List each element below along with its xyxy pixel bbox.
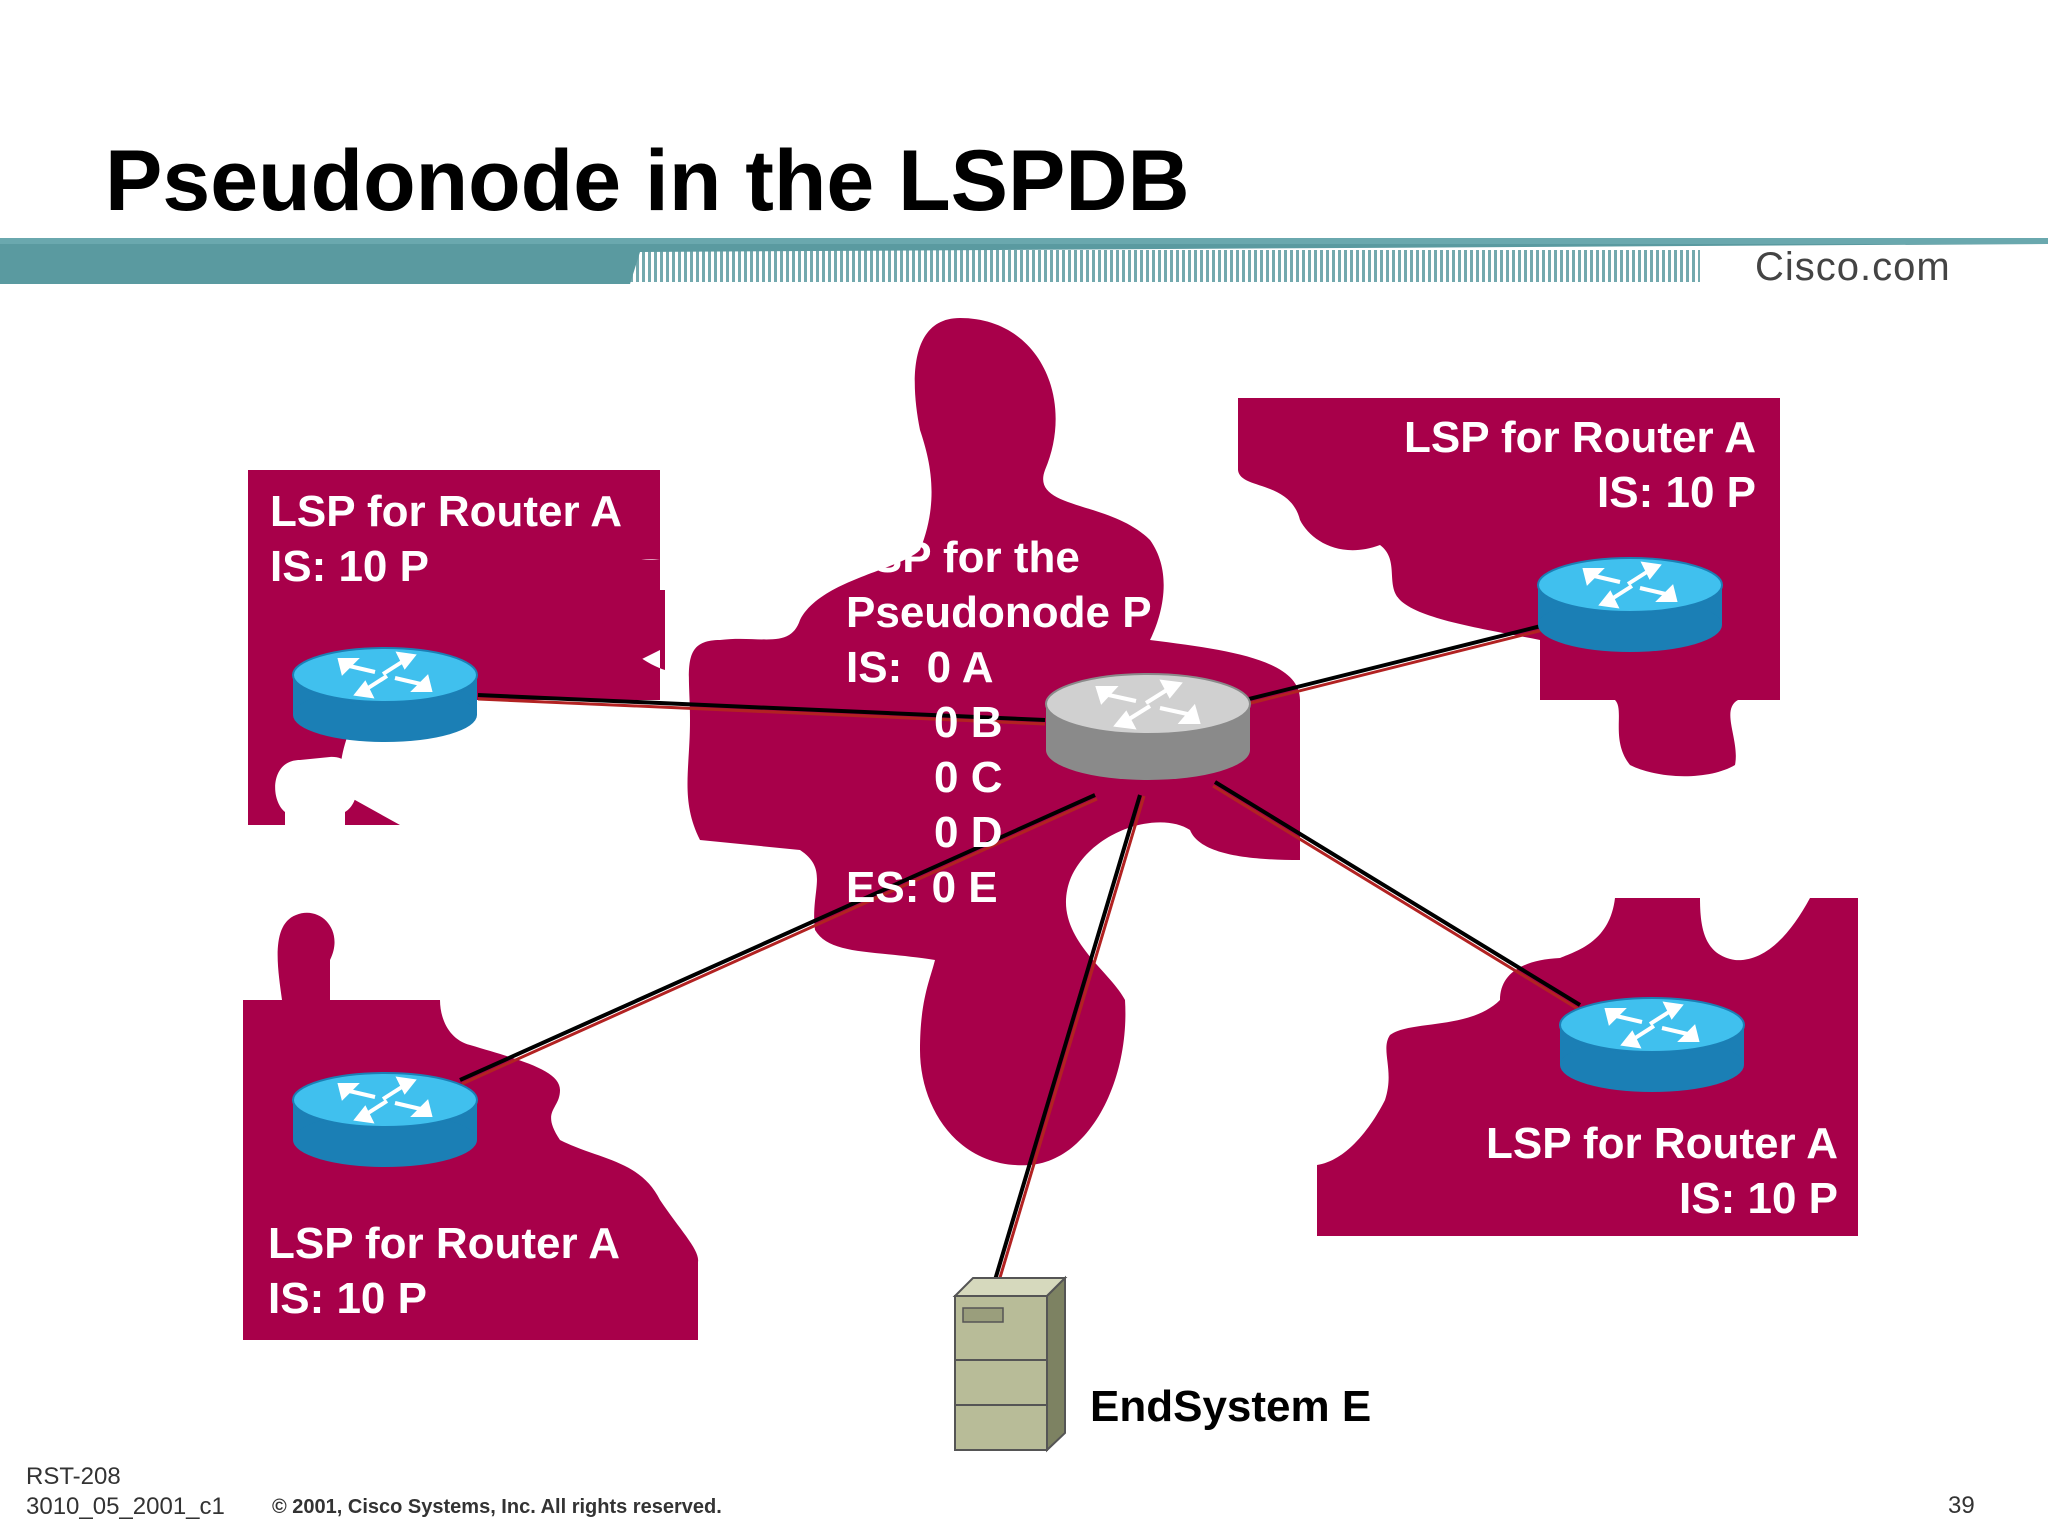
link-pseudonode-to-router-topright (1244, 623, 1548, 706)
link-pseudonode-to-router-bottomright (1212, 780, 1582, 1011)
cisco-brand-logo: Cisco.com (1755, 245, 1951, 289)
link-pseudonode-to-router-bottomleft (459, 793, 1098, 1086)
label-line: LSP for the (846, 533, 1080, 582)
footer-course: RST-208 (26, 1463, 121, 1490)
label-line: LSP for Router A (268, 1219, 621, 1268)
router-icon (292, 1072, 478, 1167)
label-line: IS: 0 A (846, 643, 994, 692)
label-top-left: LSP for Router A IS: 10 P (270, 484, 622, 594)
router-icon (1537, 557, 1723, 652)
puzzle-piece-top-left (248, 470, 665, 826)
puzzle-piece-top-right (1238, 398, 1780, 777)
link-pseudonode-to-endsystem (993, 794, 1146, 1282)
footer-code: 3010_05_2001_c1 (26, 1493, 225, 1520)
endsystem-label: EndSystem E (1090, 1382, 1372, 1431)
label-line: IS: 10 P (1679, 1174, 1838, 1223)
label-line: 0 D (934, 808, 1003, 857)
label-line: IS: 10 P (1597, 468, 1756, 517)
network-links (459, 623, 1582, 1282)
label-bottom-right: LSP for Router A IS: 10 P (1486, 1116, 1838, 1226)
label-top-right: LSP for Router A IS: 10 P (1404, 410, 1756, 520)
label-line: LSP for Router A (1403, 413, 1756, 462)
pseudonode-router-icon (1045, 673, 1251, 780)
label-line: 0 B (934, 698, 1003, 747)
label-line: Pseudonode P (846, 588, 1152, 637)
router-icon (1559, 997, 1745, 1092)
footer-copyright: © 2001, Cisco Systems, Inc. All rights r… (272, 1496, 722, 1518)
page-number: 39 (1948, 1492, 1975, 1519)
label-line: IS: 10 P (268, 1274, 427, 1323)
router-icon (292, 647, 478, 742)
label-line: LSP for Router A (1485, 1119, 1838, 1168)
label-line: IS: 10 P (270, 542, 429, 591)
label-line: ES: 0 E (846, 863, 998, 912)
label-pseudonode-lsp: LSP for the Pseudonode P IS: 0 A 0 B 0 C… (846, 530, 1152, 915)
link-pseudonode-to-router-topleft (477, 693, 1046, 726)
slide-title: Pseudonode in the LSPDB (105, 133, 1190, 229)
server-icon (952, 1275, 1068, 1453)
puzzle-piece-center (687, 318, 1300, 1166)
label-line: 0 C (934, 753, 1003, 802)
header-bar (0, 238, 2048, 284)
footer-course-code: RST-208 3010_05_2001_c1 (26, 1462, 225, 1522)
label-line: LSP for Router A (270, 487, 623, 536)
label-bottom-left: LSP for Router A IS: 10 P (268, 1216, 620, 1326)
